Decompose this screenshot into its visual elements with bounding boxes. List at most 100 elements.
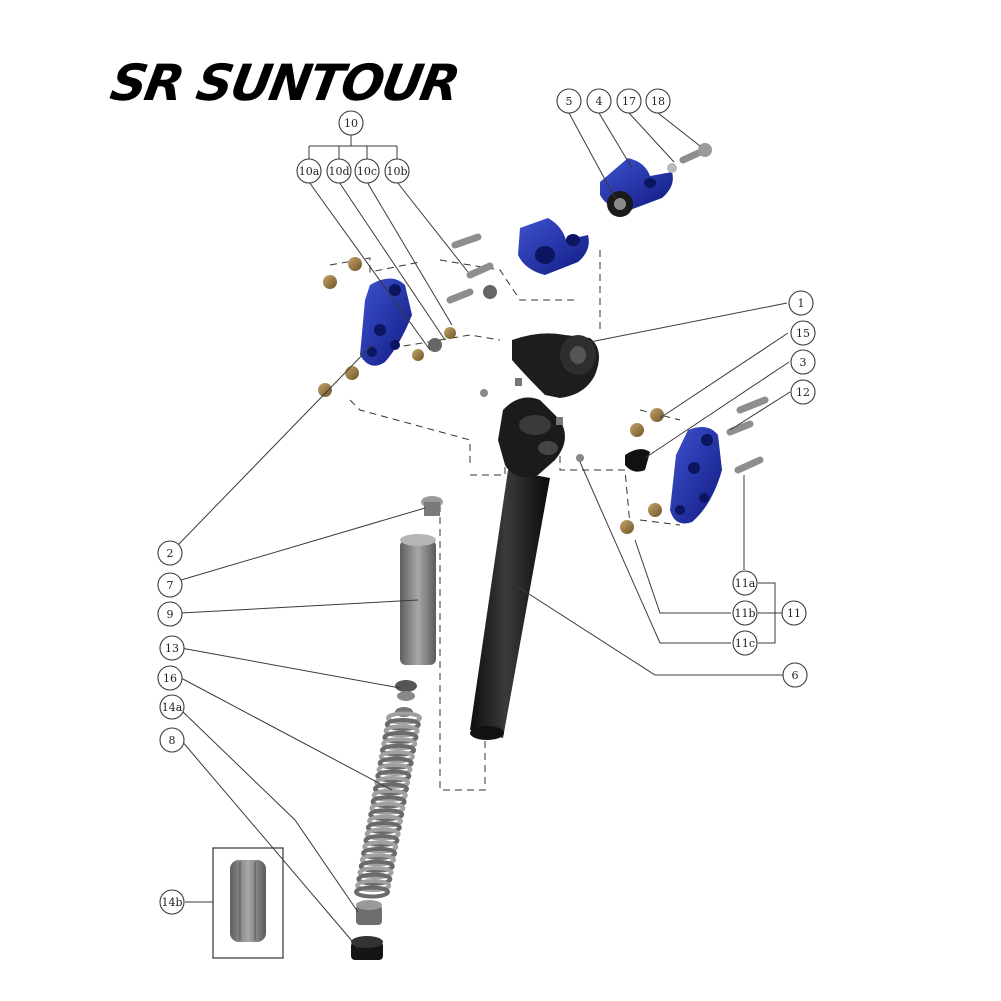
callout-number: 14a xyxy=(162,701,183,714)
spring-bottom-cap xyxy=(356,900,382,925)
callout-number: 4 xyxy=(596,95,603,108)
callout-2: 2 xyxy=(157,540,183,566)
spring-coil xyxy=(368,808,405,822)
callout-number: 13 xyxy=(165,642,179,655)
callout-11b: 11b xyxy=(732,600,758,626)
callout-10b: 10b xyxy=(384,158,410,184)
brand-logo: SR SUNTOUR xyxy=(106,53,462,112)
callout-number: 14b xyxy=(161,896,182,909)
callout-number: 11b xyxy=(734,607,755,620)
seatpost-head xyxy=(498,397,565,478)
callout-number: 9 xyxy=(167,608,174,621)
callout-14b: 14b xyxy=(159,889,185,915)
seatpost-tube xyxy=(470,470,550,740)
spring-coil xyxy=(376,763,413,777)
bottom-end-cap xyxy=(351,936,383,960)
callout-5: 5 xyxy=(556,88,582,114)
leader-lines xyxy=(177,112,791,949)
spring-coil xyxy=(354,885,390,899)
top-link-bracket xyxy=(600,158,673,217)
callout-number: 11c xyxy=(735,637,755,650)
callout-11a: 11a xyxy=(732,570,758,596)
optional-spring-inset xyxy=(212,847,284,959)
spring-coil xyxy=(361,846,398,860)
spring-coil xyxy=(378,750,415,764)
spring-coil xyxy=(359,853,396,867)
callout-number: 10b xyxy=(386,165,407,178)
callout-1: 1 xyxy=(788,290,814,316)
callout-number: 16 xyxy=(163,672,177,685)
callout-number: 10d xyxy=(328,165,349,178)
callout-7: 7 xyxy=(157,572,183,598)
callout-14a: 14a xyxy=(159,694,185,720)
callout-number: 11a xyxy=(735,577,756,590)
callout-11c: 11c xyxy=(732,630,758,656)
coil-spring xyxy=(354,711,422,899)
callout-12: 12 xyxy=(790,379,816,405)
callout-number: 1 xyxy=(798,297,805,310)
callout-number: 12 xyxy=(796,386,810,399)
callout-number: 5 xyxy=(566,95,573,108)
callout-number: 8 xyxy=(169,734,176,747)
spacer-washers xyxy=(395,680,417,717)
spring-coil xyxy=(356,872,393,886)
callout-number: 7 xyxy=(167,579,174,592)
spring-coil xyxy=(381,737,418,751)
callout-10c: 10c xyxy=(354,158,380,184)
spring-coil xyxy=(371,788,408,802)
callout-3: 3 xyxy=(790,349,816,375)
bronze-nuts xyxy=(318,257,664,534)
elastomer-bumper xyxy=(625,449,650,472)
top-plug xyxy=(421,496,443,516)
callout-number: 10 xyxy=(344,117,358,130)
linkage-arm xyxy=(512,333,599,425)
spring-coil xyxy=(357,866,394,880)
right-side-plate xyxy=(670,426,722,524)
spring-coil xyxy=(384,717,421,731)
callout-15: 15 xyxy=(790,320,816,346)
brand-logo-text: SR SUNTOUR xyxy=(106,53,462,112)
callout-number: 3 xyxy=(800,356,807,369)
spring-coil xyxy=(367,814,404,828)
left-side-plate xyxy=(360,278,412,366)
callout-number: 10a xyxy=(299,165,320,178)
callout-13: 13 xyxy=(159,635,185,661)
callout-8: 8 xyxy=(159,727,185,753)
callout-10: 10 xyxy=(338,110,364,136)
spring-coil xyxy=(362,840,399,854)
spring-coil xyxy=(377,756,414,770)
pins-and-bolts xyxy=(428,143,769,474)
spring-coil xyxy=(386,711,422,725)
callout-number: 18 xyxy=(651,95,665,108)
callout-10a: 10a xyxy=(296,158,322,184)
callout-9: 9 xyxy=(157,601,183,627)
callout-11: 11 xyxy=(781,600,807,626)
spring-coil xyxy=(382,730,419,744)
spring-coil xyxy=(370,795,407,809)
callout-number: 15 xyxy=(796,327,810,340)
gray-cartridge xyxy=(400,534,436,665)
spring-coil xyxy=(363,833,400,847)
callout-6: 6 xyxy=(782,662,808,688)
callout-number: 11 xyxy=(787,607,801,620)
spring-coil xyxy=(369,801,406,815)
callout-number: 10c xyxy=(357,165,377,178)
spring-coil xyxy=(365,821,402,835)
callout-number: 6 xyxy=(792,669,799,682)
callout-10d: 10d xyxy=(326,158,352,184)
callout-number: 17 xyxy=(622,95,636,108)
spring-coil xyxy=(375,769,412,783)
spring-coil xyxy=(364,827,401,841)
spring-coil xyxy=(372,782,409,796)
callout-4: 4 xyxy=(586,88,612,114)
callout-17: 17 xyxy=(616,88,642,114)
spring-coil xyxy=(355,879,392,893)
callout-18: 18 xyxy=(645,88,671,114)
spring-coil xyxy=(358,859,395,873)
upper-link-bracket xyxy=(518,218,589,275)
spring-coil xyxy=(374,775,411,789)
spring-coil xyxy=(383,724,420,738)
spring-coil xyxy=(380,743,417,757)
